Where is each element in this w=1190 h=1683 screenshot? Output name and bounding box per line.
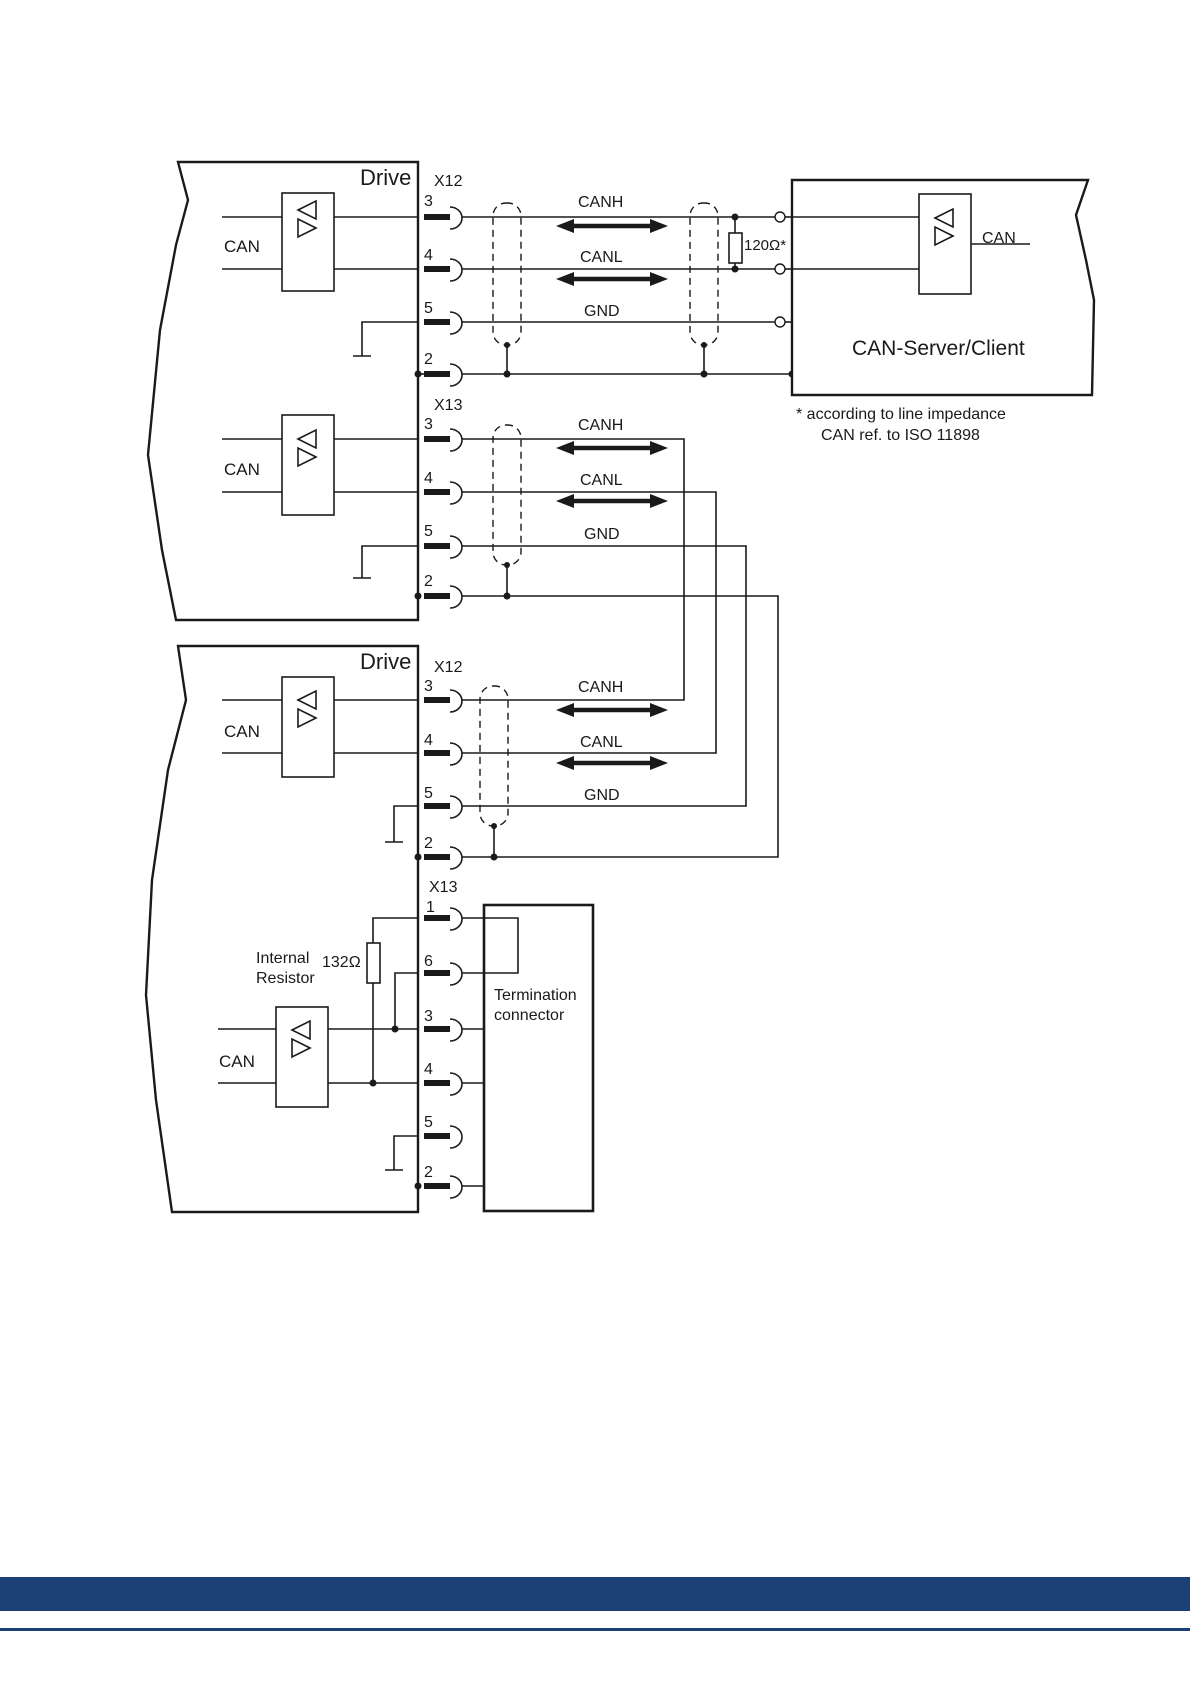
resistor-132-label: 132Ω xyxy=(322,954,361,971)
cable-shield xyxy=(493,203,521,345)
resistor-120: 120Ω* xyxy=(729,214,786,273)
transceiver-top-2 xyxy=(282,415,334,515)
pin-label: 2 xyxy=(424,351,433,368)
internal-resistor-label-2: Resistor xyxy=(256,970,315,987)
signal-label-canl: CANL xyxy=(580,734,623,751)
bidirectional-arrow-icon xyxy=(556,703,668,717)
can-label-top-1: CAN xyxy=(224,237,260,256)
termination-connector: Termination connector xyxy=(462,905,593,1211)
pin-label: 1 xyxy=(426,899,435,916)
pin-label: 4 xyxy=(424,470,433,487)
can-label-bottom-2: CAN xyxy=(219,1052,255,1071)
pin-label: 4 xyxy=(424,247,433,264)
can-server-client: CAN CAN-Server/Client xyxy=(792,180,1094,395)
bidirectional-arrow-icon xyxy=(556,494,668,508)
termination-label-1: Termination xyxy=(494,987,577,1004)
drive-top-title: Drive xyxy=(360,165,411,190)
drive-bottom-title: Drive xyxy=(360,649,411,674)
connector-x12-bottom-label: X12 xyxy=(434,659,463,676)
signal-label-canh: CANH xyxy=(578,417,623,434)
pin-label: 2 xyxy=(424,573,433,590)
can-label-bottom-1: CAN xyxy=(224,722,260,741)
footnote-line-2: CAN ref. to ISO 11898 xyxy=(821,427,980,444)
pin-label: 4 xyxy=(424,732,433,749)
resistor-120-label: 120Ω* xyxy=(744,237,786,254)
cable-x12-to-server: CANH CANL GND 120Ω* xyxy=(462,194,796,378)
pin-label: 4 xyxy=(424,1061,433,1078)
pin-label: 5 xyxy=(424,523,433,540)
signal-label-canh: CANH xyxy=(578,679,623,696)
can-label-top-2: CAN xyxy=(224,460,260,479)
signal-label-canl: CANL xyxy=(580,249,623,266)
transceiver-server xyxy=(919,194,971,294)
internal-resistor-label-1: Internal xyxy=(256,950,309,967)
pin-label: 3 xyxy=(424,678,433,695)
signal-label-gnd: GND xyxy=(584,787,620,804)
cable-shield xyxy=(493,425,521,565)
cable-shield xyxy=(690,203,718,345)
cable-shield xyxy=(480,686,508,826)
bidirectional-arrow-icon xyxy=(556,441,668,455)
pin-label: 5 xyxy=(424,785,433,802)
transceiver-bottom-1 xyxy=(282,677,334,777)
connector-x13-top: X13 3 4 5 2 xyxy=(415,397,463,608)
signal-label-canh: CANH xyxy=(578,194,623,211)
signal-label-gnd: GND xyxy=(584,526,620,543)
pin-label: 3 xyxy=(424,416,433,433)
connector-x13-bottom-label: X13 xyxy=(429,879,458,896)
transceiver-bottom-2 xyxy=(276,1007,328,1107)
pin-label: 3 xyxy=(424,193,433,210)
footer-line xyxy=(0,1628,1190,1631)
connector-x12-top-label: X12 xyxy=(434,173,463,190)
bidirectional-arrow-icon xyxy=(556,219,668,233)
signal-label-canl: CANL xyxy=(580,472,623,489)
bidirectional-arrow-icon xyxy=(556,756,668,770)
footer-band xyxy=(0,1577,1190,1611)
connector-x12-top: X12 3 4 5 2 xyxy=(415,173,463,386)
footnote: * according to line impedance CAN ref. t… xyxy=(796,406,1006,444)
drive-top: Drive CAN CAN xyxy=(148,162,418,620)
termination-label-2: connector xyxy=(494,1007,565,1024)
pin-label: 5 xyxy=(424,300,433,317)
transceiver-top-1 xyxy=(282,193,334,291)
pin-label: 2 xyxy=(424,835,433,852)
connector-x13-bottom: X13 1 6 3 4 5 2 xyxy=(415,879,485,1198)
footnote-line-1: * according to line impedance xyxy=(796,406,1006,423)
pin-label: 5 xyxy=(424,1114,433,1131)
connector-x13-top-label: X13 xyxy=(434,397,463,414)
signal-label-gnd: GND xyxy=(584,303,620,320)
pin-label: 2 xyxy=(424,1164,433,1181)
drive-bottom: Drive CAN CAN Internal Resistor 132Ω xyxy=(146,646,418,1212)
connector-x12-bottom: X12 3 4 5 2 xyxy=(415,659,463,869)
server-title: CAN-Server/Client xyxy=(852,337,1025,360)
bidirectional-arrow-icon xyxy=(556,272,668,286)
pin-label: 6 xyxy=(424,953,433,970)
pin-label: 3 xyxy=(424,1008,433,1025)
cable-x13-to-bottom-drive: CANH CANL GND CANH CANL GND xyxy=(462,417,778,861)
can-label-server: CAN xyxy=(982,230,1016,247)
